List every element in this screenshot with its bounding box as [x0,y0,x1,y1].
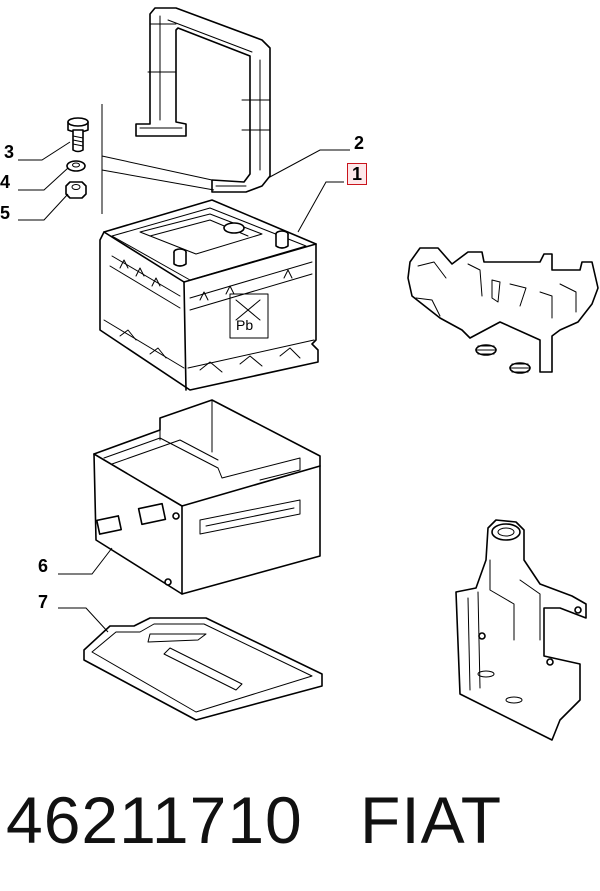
part-number: 46211710 [6,783,303,857]
assembly-guide-lines [101,104,215,214]
callout-4: 4 [0,172,11,192]
callout-1-highlighted: 1 [347,163,367,185]
washer [66,160,86,172]
mounting-bracket-upper [407,247,599,374]
brand-name: FIAT [360,783,503,857]
battery [99,199,319,391]
callout-5: 5 [0,203,11,223]
callout-leaders-left [18,141,71,221]
tray-base-plate [83,617,323,721]
callout-6: 6 [38,556,49,576]
callout-3: 3 [4,142,15,162]
callout-leaders-right [267,149,350,233]
nut [65,181,87,199]
mounting-bracket-lower [455,519,587,741]
battery-tray [93,399,321,595]
callout-leaders-bottom [58,547,113,633]
battery-pb-marking: Pb [236,317,254,333]
bolt [67,117,89,153]
battery-clamp-strap [135,7,271,193]
callout-7: 7 [38,592,49,612]
callout-2: 2 [354,133,365,153]
